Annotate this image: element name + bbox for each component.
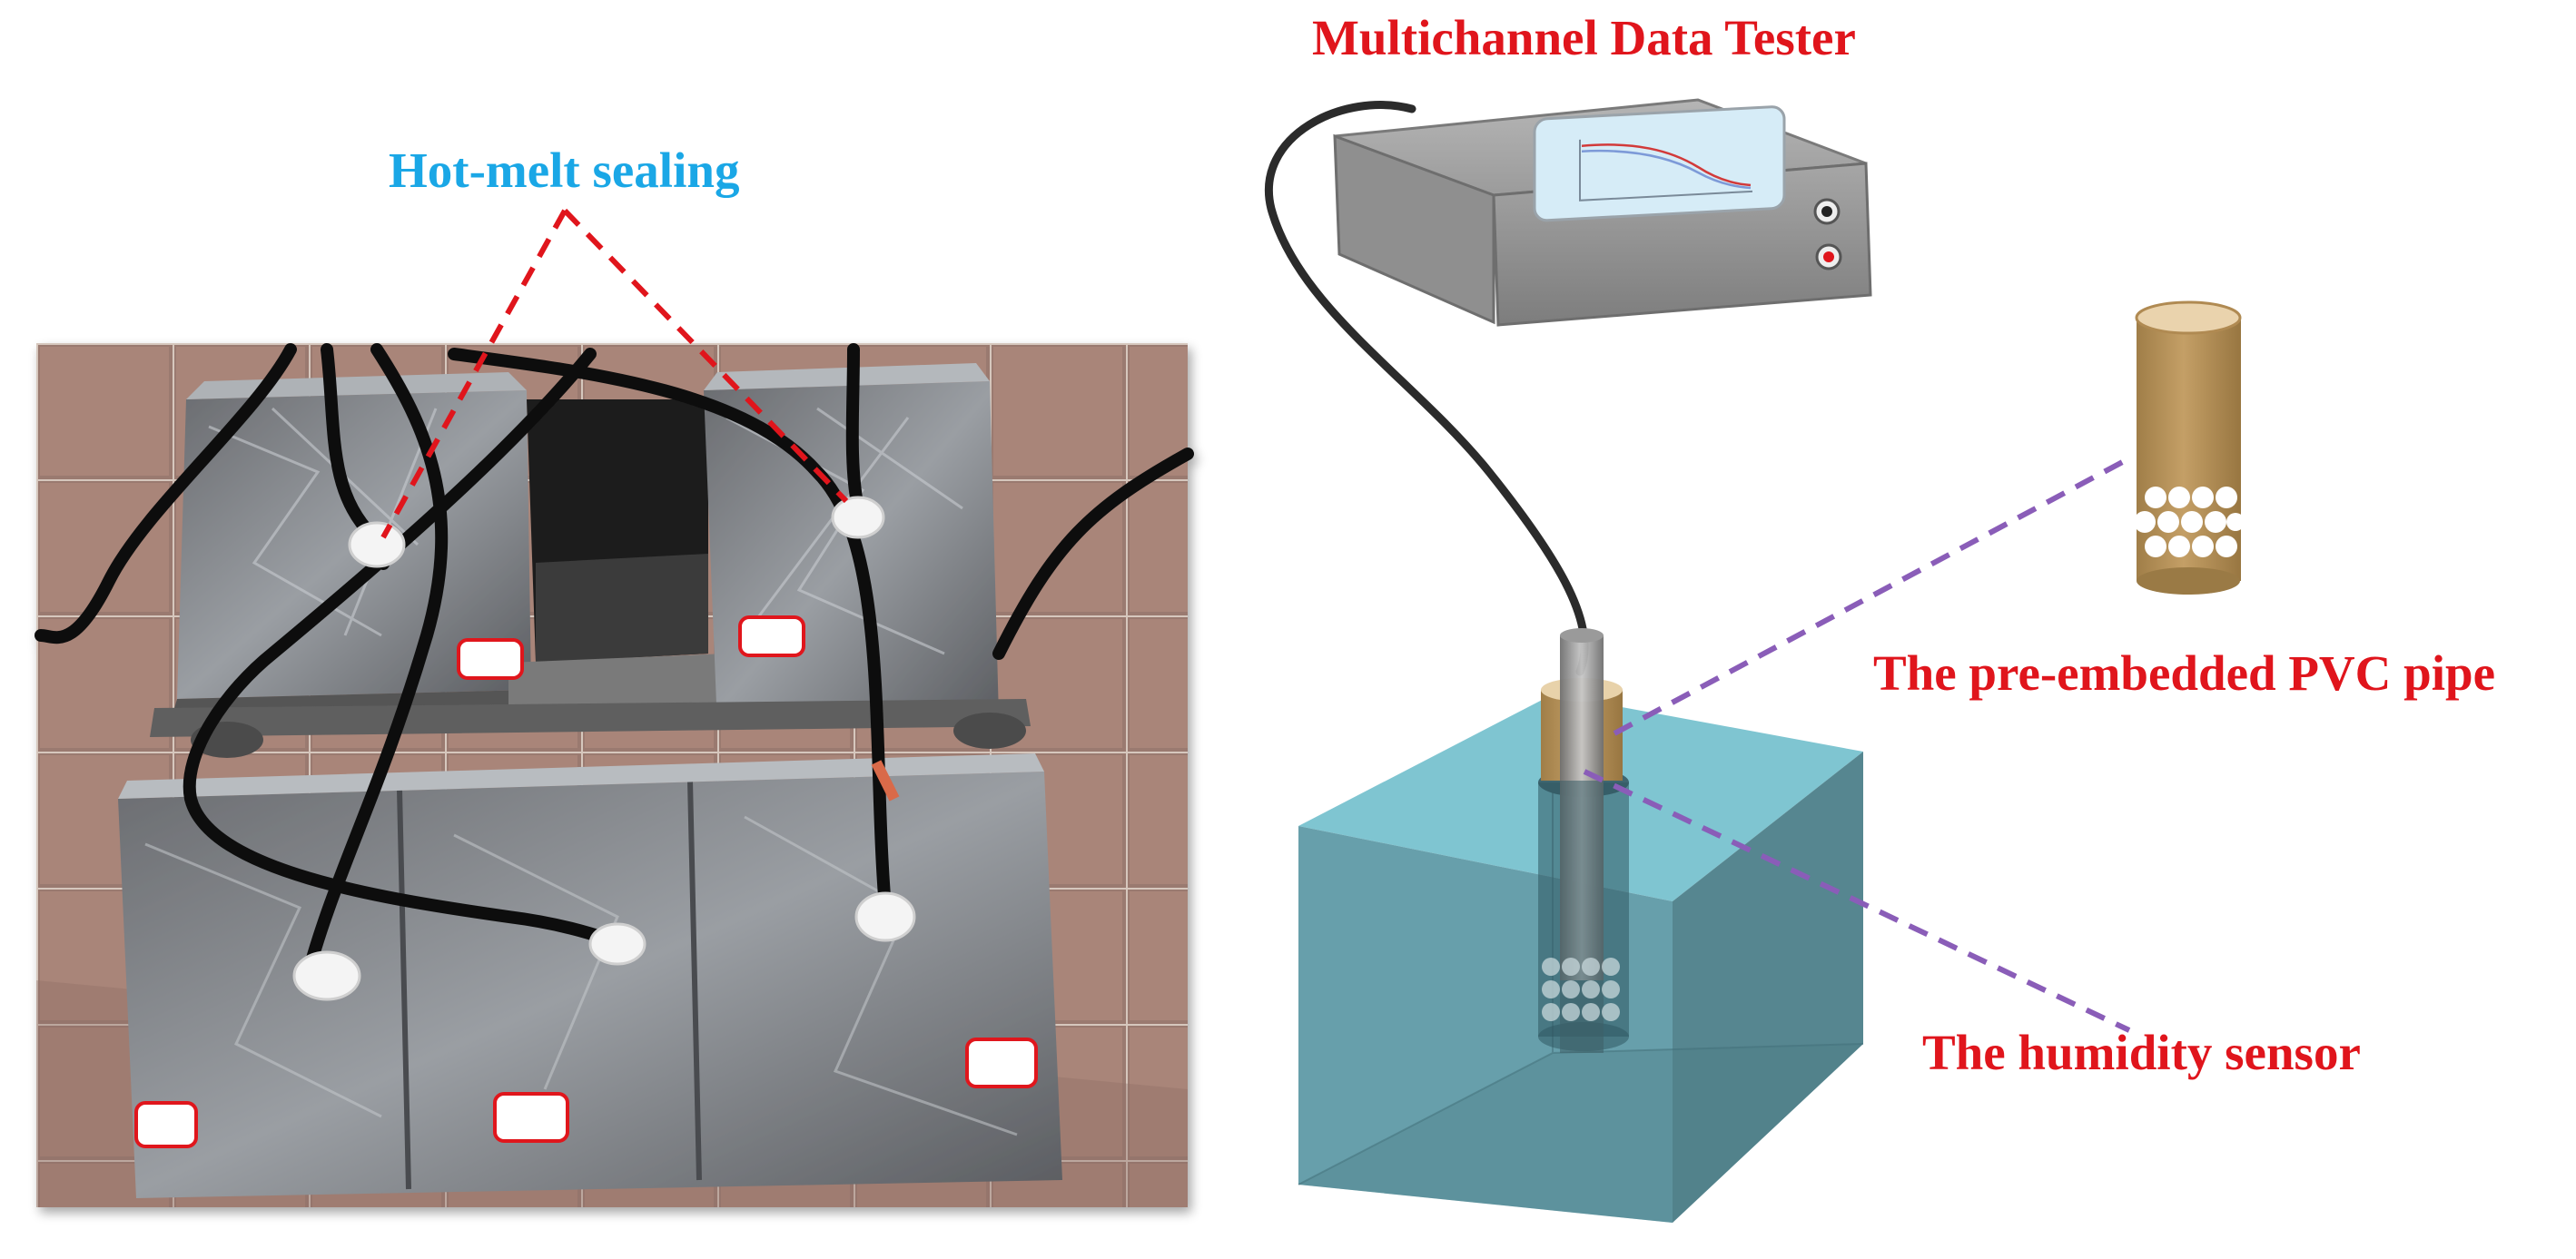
label-pre-embedded-pvc-pipe: The pre-embedded PVC pipe xyxy=(1873,645,2495,701)
device-screen xyxy=(1533,105,1786,222)
screen-graph xyxy=(1579,139,1752,202)
label-humidity-sensor: The humidity sensor xyxy=(1922,1025,2361,1080)
hot-melt-seals xyxy=(292,496,916,1001)
specimen-tags xyxy=(134,615,1038,1148)
label-hot-melt-sealing: Hot-melt sealing xyxy=(389,143,740,198)
label-multichannel-data-tester: Multichannel Data Tester xyxy=(1312,10,1856,65)
cube-side xyxy=(1673,752,1863,1223)
specimen-bottom-row xyxy=(118,753,1062,1198)
humidity-sensor-icon xyxy=(1541,628,1623,1053)
specimen-top-gap xyxy=(508,399,726,726)
purple-leaders xyxy=(1583,456,2131,1033)
specimen-photo xyxy=(35,343,1194,1207)
hot-melt-leaders xyxy=(380,208,849,539)
cable-marker xyxy=(871,760,900,802)
photo-cables xyxy=(35,343,1194,978)
pvc-pipe-icon xyxy=(2134,300,2245,595)
tester-cable xyxy=(1265,101,1589,676)
data-tester-device-icon xyxy=(1333,98,1872,327)
